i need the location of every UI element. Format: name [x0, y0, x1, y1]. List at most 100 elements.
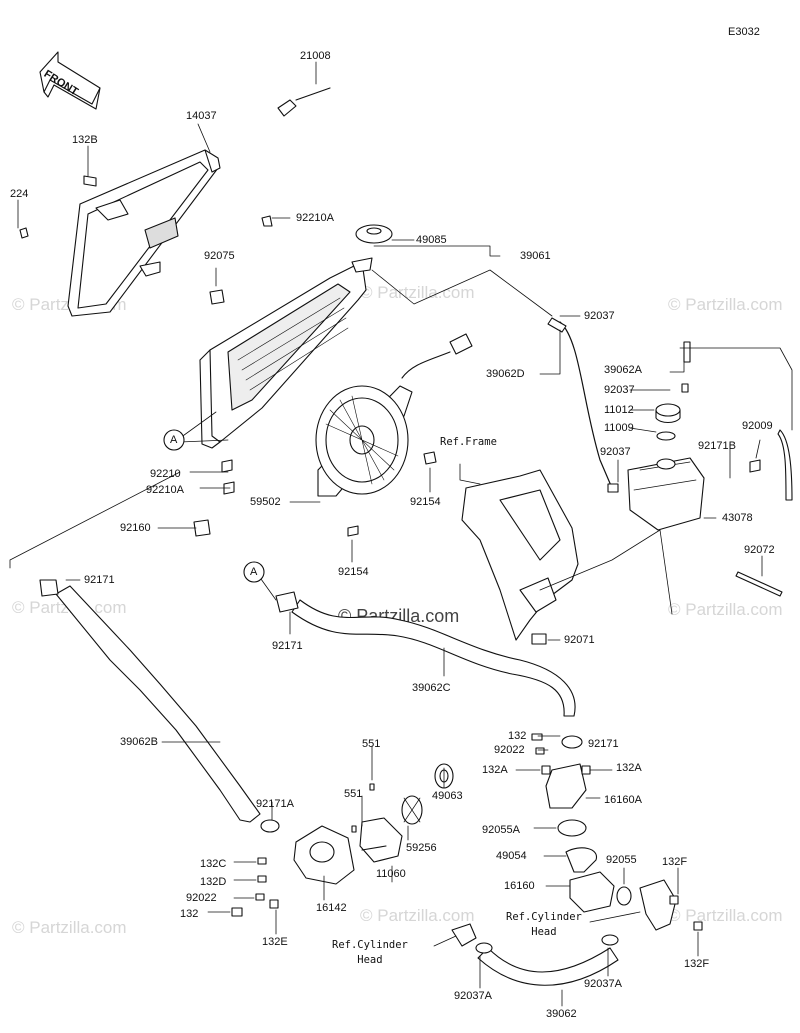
part-number: 132 — [180, 908, 199, 920]
pump-cover — [359, 817, 403, 863]
ref-cylinder-head-label: Ref.Cylinder Head — [332, 939, 408, 966]
part-number: 39061 — [520, 250, 551, 262]
part-number: 132C — [200, 858, 227, 870]
hose-39062c — [291, 599, 576, 717]
part-number: 92171A — [256, 798, 294, 810]
hose-39062 — [477, 947, 619, 986]
front-arrow-icon — [39, 51, 101, 110]
part-number: 39062C — [412, 682, 451, 694]
part-number: 59502 — [250, 496, 281, 508]
part-number: 92072 — [744, 544, 775, 556]
fan-wire — [401, 351, 451, 379]
part-number: 92210A — [146, 484, 184, 496]
frame-bracket — [461, 469, 579, 641]
part-number: 92055A — [482, 824, 520, 836]
part-number: 132B — [72, 134, 98, 146]
part-number: 92075 — [204, 250, 235, 262]
fan-connector — [449, 333, 473, 355]
part-number: 132 — [508, 730, 527, 742]
part-number: 92037 — [604, 384, 635, 396]
ref-frame-label: Ref.Frame — [440, 436, 497, 448]
part-number: 92022 — [494, 744, 525, 756]
part-number: 39062D — [486, 368, 525, 380]
part-number: 551 — [344, 788, 363, 800]
part-number: 92037A — [584, 978, 622, 990]
thermostat-housing — [545, 763, 587, 809]
clamp-icon — [601, 934, 619, 946]
part-number: 16142 — [316, 902, 347, 914]
part-number: 11012 — [604, 404, 634, 416]
part-number: 21008 — [300, 50, 331, 62]
o-ring-icon — [616, 886, 632, 906]
radiator-cap-icon — [355, 224, 393, 244]
sender-wire — [295, 87, 331, 101]
hose-39062d — [559, 321, 613, 489]
part-number: 49085 — [416, 234, 447, 246]
part-number: 92055 — [606, 854, 637, 866]
part-number: 132E — [262, 936, 288, 948]
watermark: © Partzilla.com — [668, 906, 783, 925]
part-number: 132A — [482, 764, 508, 776]
clamp-icon — [475, 942, 493, 954]
hose-39062a — [683, 341, 691, 363]
part-number: 92160 — [120, 522, 151, 534]
watermark: © Partzilla.com — [12, 918, 127, 937]
part-number: 551 — [362, 738, 381, 750]
thermostat-icon — [361, 845, 597, 873]
part-number: 92171 — [588, 738, 619, 750]
o-ring-icon — [557, 819, 587, 837]
part-number: 11060 — [376, 868, 406, 880]
part-number: 16160A — [604, 794, 642, 806]
part-number: 92210 — [150, 468, 181, 480]
outlet-pipe — [639, 879, 677, 931]
clamp-icon — [260, 819, 280, 833]
clamp-icon — [561, 735, 583, 749]
cooling-fan — [315, 385, 413, 497]
part-number: 92210A — [296, 212, 334, 224]
part-number: 92171B — [698, 440, 736, 452]
part-number: 59256 — [406, 842, 437, 854]
watermark: © Partzilla.com — [360, 283, 475, 302]
diagram-code: E3032 — [728, 26, 760, 38]
reserve-tank — [627, 457, 705, 531]
radiator — [199, 257, 373, 449]
part-number: 49063 — [432, 790, 463, 802]
part-number: 92037 — [584, 310, 615, 322]
callout-letter: A — [170, 434, 178, 446]
part-number: 92037A — [454, 990, 492, 1002]
part-number: 92037 — [600, 446, 631, 458]
part-number: 43078 — [722, 512, 753, 524]
part-number: 92171 — [272, 640, 303, 652]
part-number: 224 — [10, 188, 29, 200]
clamp-icon — [39, 579, 59, 597]
tie-band — [735, 571, 783, 597]
water-pump-housing — [293, 825, 355, 885]
part-number: 14037 — [186, 110, 217, 122]
watermark: © Partzilla.com — [668, 295, 783, 314]
part-number: 92009 — [742, 420, 773, 432]
leader-lines — [9, 61, 793, 1007]
part-number: 39062 — [546, 1008, 577, 1020]
part-number: 92022 — [186, 892, 217, 904]
part-number: 132F — [684, 958, 710, 970]
part-number: 132A — [616, 762, 642, 774]
impeller-icon — [401, 795, 423, 825]
tank-cap-icon — [655, 403, 681, 424]
part-number: 11009 — [604, 422, 634, 434]
radiator-screen — [67, 149, 221, 317]
part-number: 92071 — [564, 634, 595, 646]
bolt-icon — [19, 175, 761, 931]
part-number: 92154 — [410, 496, 441, 508]
part-number: 132F — [662, 856, 688, 868]
watermark: © Partzilla.com — [360, 906, 475, 925]
part-number: 16160 — [504, 880, 535, 892]
part-number: 39062B — [120, 736, 158, 748]
part-number: 92154 — [338, 566, 369, 578]
hose-39062b — [55, 585, 261, 823]
part-number: 132D — [200, 876, 227, 888]
watermark: © Partzilla.com — [668, 600, 783, 619]
part-number: 39062A — [604, 364, 642, 376]
part-number: 49054 — [496, 850, 527, 862]
